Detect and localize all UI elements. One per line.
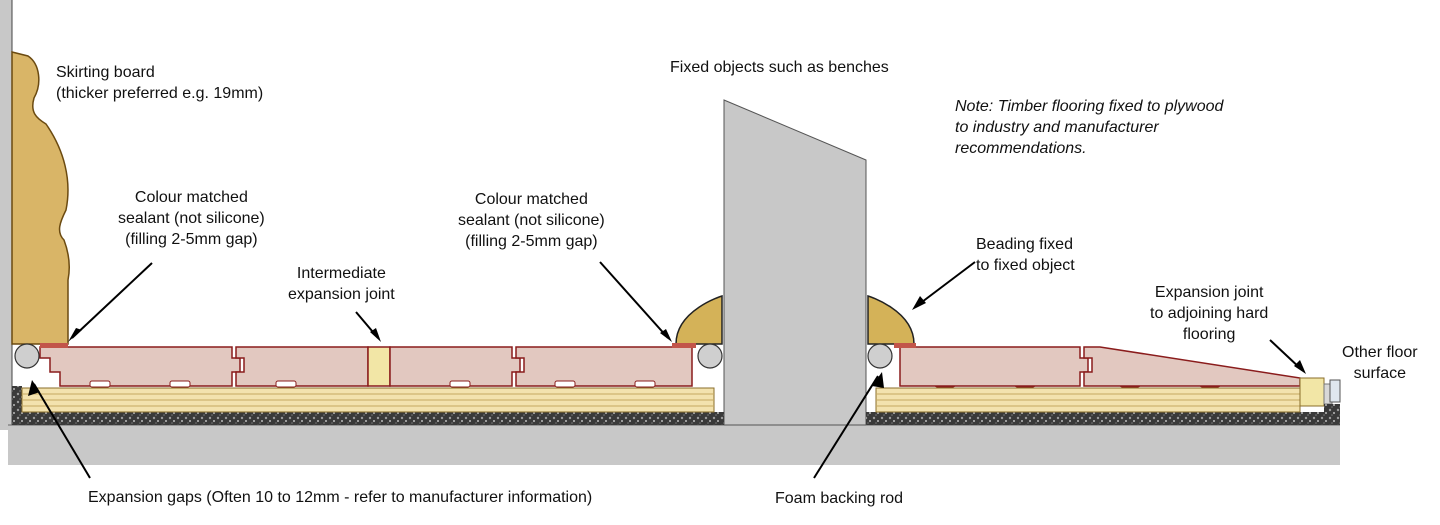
sealant-left-bead <box>40 343 68 348</box>
label-sealant-right-line-3: (filling 2-5mm gap) <box>465 233 598 250</box>
label-note-line-2: to industry and manufacturer <box>955 119 1159 136</box>
label-beading-line-1: Beading fixed <box>976 236 1073 253</box>
beading-right <box>867 294 915 345</box>
label-sealant-left: Colour matched sealant (not silicone) (f… <box>118 187 265 250</box>
label-ejh-line-2: to adjoining hard <box>1150 305 1269 322</box>
label-note: Note: Timber flooring fixed to plywood t… <box>955 96 1223 159</box>
label-foam-backing-rod: Foam backing rod <box>775 490 904 507</box>
timber-boards-right <box>899 346 1301 387</box>
label-other-floor-line-2: surface <box>1353 365 1407 382</box>
label-skirting-line-1: Skirting board <box>56 64 155 81</box>
label-sealant-left-line-2: sealant (not silicone) <box>118 210 265 227</box>
foam-backing-rods <box>14 343 893 369</box>
label-intermediate-line-2: expansion joint <box>288 286 395 303</box>
label-sealant-left-line-3: (filling 2-5mm gap) <box>125 231 258 248</box>
label-note-line-3: recommendations. <box>955 140 1087 157</box>
label-sealant-left-line-1: Colour matched <box>134 189 248 206</box>
label-expansion-gaps: Expansion gaps (Often 10 to 12mm - refer… <box>88 489 593 506</box>
timber-boards-left <box>39 346 693 387</box>
label-beading: Beading fixed to fixed object <box>976 234 1075 276</box>
label-intermediate-line-1: Intermediate <box>296 265 386 282</box>
beading-left <box>675 294 723 345</box>
label-sealant-right-line-2: sealant (not silicone) <box>458 212 605 229</box>
label-sealant-right-line-1: Colour matched <box>474 191 588 208</box>
label-expansion-joint-hard: Expansion joint to adjoining hard floori… <box>1150 282 1268 345</box>
plywood-layer <box>21 387 1301 413</box>
label-sealant-right: Colour matched sealant (not silicone) (f… <box>458 189 605 252</box>
label-other-floor-line-1: Other floor <box>1342 344 1418 361</box>
label-intermediate-joint: Intermediate expansion joint <box>288 263 395 305</box>
underlay-layer <box>12 386 1340 425</box>
label-fixed-objects: Fixed objects such as benches <box>670 59 889 76</box>
hard-floor-joint <box>1299 377 1341 412</box>
label-beading-line-2: to fixed object <box>976 257 1075 274</box>
label-ejh-line-1: Expansion joint <box>1154 284 1264 301</box>
arrowheads <box>28 296 1306 396</box>
skirting-board <box>11 51 70 345</box>
label-skirting-board: Skirting board (thicker preferred e.g. 1… <box>56 62 263 104</box>
label-ejh-line-3: flooring <box>1182 326 1236 343</box>
label-skirting-line-2: (thicker preferred e.g. 19mm) <box>56 85 264 102</box>
label-note-line-1: Note: Timber flooring fixed to plywood <box>955 98 1224 115</box>
arrows <box>33 261 1303 479</box>
label-other-floor: Other floor surface <box>1342 342 1418 384</box>
